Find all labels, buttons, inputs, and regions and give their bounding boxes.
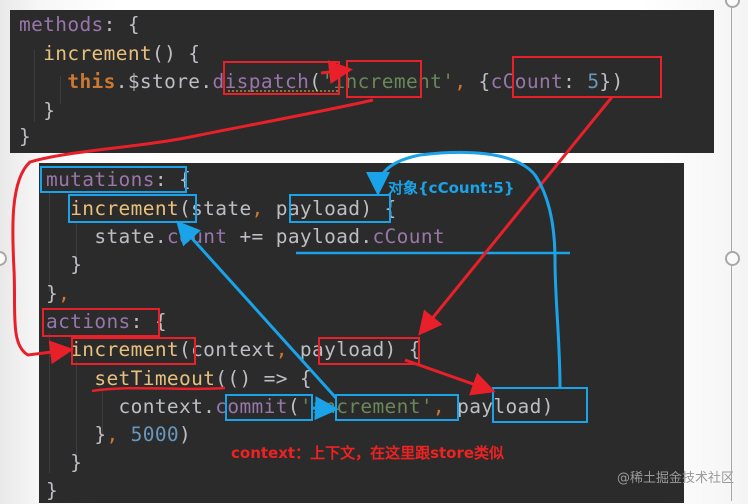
code-token: this	[67, 70, 116, 93]
code-token: count	[166, 225, 228, 248]
code-token: cCount	[372, 225, 446, 248]
code-line: }, 5000)	[46, 422, 191, 448]
code-line: state.count += payload.cCount	[46, 224, 445, 250]
code-token: )	[179, 423, 192, 446]
code-token: }	[46, 479, 59, 502]
code-token: state.	[94, 225, 167, 248]
code-line: methods: {	[19, 12, 140, 38]
code-token: (state	[179, 197, 252, 220]
code-token: :	[563, 70, 588, 93]
code-token: (	[287, 395, 300, 418]
code-line: this.$store.dispatch('increment', {cCoun…	[19, 69, 624, 95]
code-token: increment	[70, 197, 179, 220]
code-line: }	[46, 252, 82, 278]
indent-guide	[60, 76, 61, 104]
slide-edge-line	[731, 0, 732, 501]
code-token: payload)	[457, 395, 554, 418]
code-line: increment(state, payload) {	[46, 196, 397, 222]
code-token: }	[94, 423, 107, 446]
code-line: },	[46, 281, 70, 307]
code-token	[46, 338, 70, 361]
code-token: += payload.	[227, 225, 373, 248]
code-token	[46, 395, 119, 418]
code-token: setTimeout	[94, 367, 216, 390]
code-token: })	[599, 70, 624, 93]
code-token	[19, 42, 43, 65]
code-line: increment() {	[19, 41, 200, 67]
code-token: ,	[58, 282, 71, 305]
code-token	[46, 253, 70, 276]
code-token: }	[70, 253, 83, 276]
code-token: }	[19, 125, 32, 148]
code-token	[46, 225, 94, 248]
code-token: 5	[587, 70, 600, 93]
code-token: : {	[103, 13, 140, 36]
code-line: increment(context, payload) {	[46, 337, 421, 363]
code-token: ,	[454, 70, 479, 93]
resize-handle-right[interactable]	[725, 251, 740, 266]
indent-guide	[102, 389, 103, 437]
code-token: mutations	[46, 168, 155, 191]
code-line: mutations: {	[46, 167, 191, 193]
code-token: cCount	[490, 70, 564, 93]
payload-object-note: 对象{cCount:5}	[388, 179, 515, 197]
code-token	[46, 423, 94, 446]
code-token: ,	[106, 423, 131, 446]
code-token: 'increment'	[321, 70, 455, 93]
code-token: increment	[70, 338, 179, 361]
code-token: ,	[251, 197, 276, 220]
code-token: {	[478, 70, 491, 93]
code-token: () {	[152, 42, 201, 65]
resize-handle-left[interactable]	[0, 251, 7, 266]
code-token	[46, 451, 70, 474]
code-line: }	[19, 124, 31, 150]
resize-handle-top-right[interactable]	[725, 0, 740, 8]
code-token	[19, 99, 43, 122]
code-token: 'increment'	[299, 395, 433, 418]
code-line: }	[19, 98, 55, 124]
code-token: ,	[275, 338, 300, 361]
code-token: payload) {	[275, 197, 397, 220]
code-token: methods	[19, 13, 104, 36]
code-token: context.	[118, 395, 216, 418]
watermark: @稀土掘金技术社区	[616, 471, 734, 486]
code-token: 5000	[130, 423, 180, 446]
code-token: increment	[43, 42, 152, 65]
code-token	[46, 367, 94, 390]
indent-guide	[76, 361, 77, 465]
code-token: }	[43, 99, 56, 122]
code-line: context.commit('increment', payload)	[46, 394, 554, 420]
code-line: setTimeout(() => {	[46, 366, 312, 392]
code-token: .$store.	[115, 70, 213, 93]
context-explanation-note: context：上下文，在这里跟store类似	[231, 444, 505, 462]
code-token: }	[70, 451, 83, 474]
code-token: : {	[154, 168, 192, 191]
code-token: (() => {	[215, 367, 313, 390]
code-token: (	[309, 70, 322, 93]
code-token: payload) {	[299, 338, 421, 361]
code-token: : {	[130, 310, 167, 333]
code-token: commit	[215, 395, 288, 418]
code-token	[19, 70, 67, 93]
indent-guide	[49, 333, 50, 473]
code-token: actions	[46, 310, 131, 333]
code-token: (context	[179, 338, 276, 361]
code-token: dispatch	[212, 70, 310, 93]
code-line: }	[46, 478, 58, 504]
code-line: }	[46, 450, 82, 476]
indent-guide	[34, 50, 35, 122]
code-line: actions: {	[46, 309, 167, 335]
code-token	[46, 197, 70, 220]
code-token: }	[46, 282, 59, 305]
code-token: ,	[432, 395, 458, 418]
